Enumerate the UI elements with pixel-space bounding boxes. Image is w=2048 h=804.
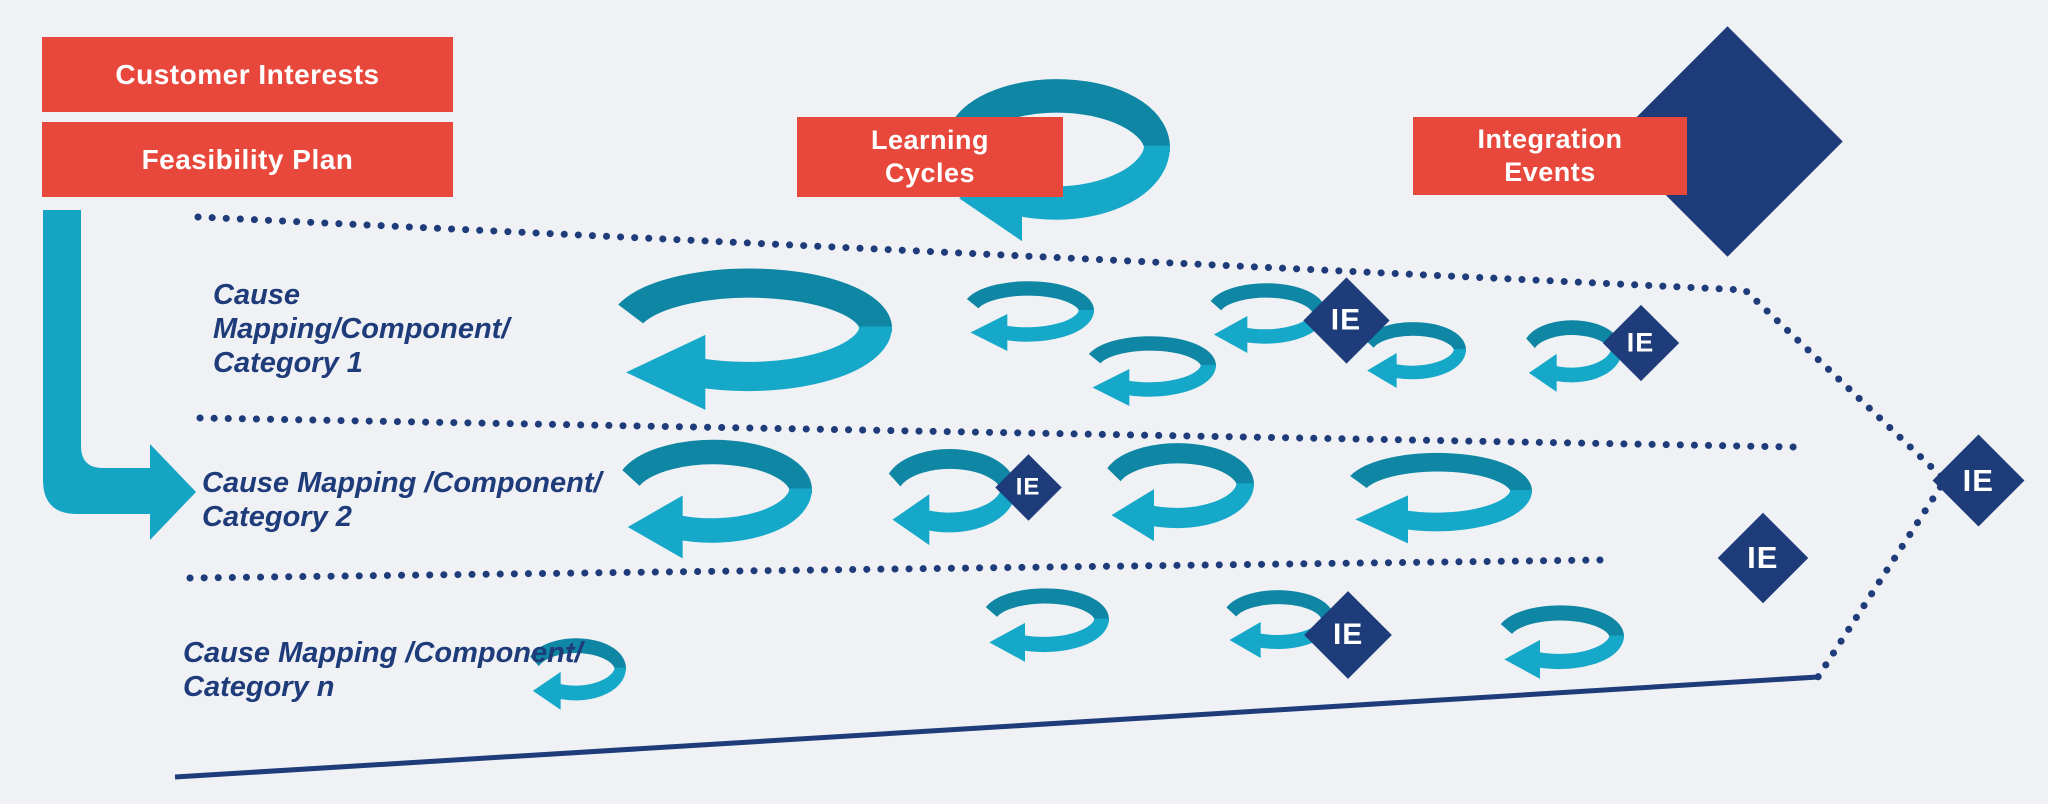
row-label-category-1: Cause Mapping/Component/ Category 1: [213, 278, 509, 381]
swimlane-divider-dotted-1: [196, 414, 1799, 451]
learning-cycle-icon: [1214, 290, 1319, 353]
row-label-category-n: Cause Mapping /Component/ Category n: [183, 636, 583, 704]
learning-cycle-icon: [1504, 613, 1616, 679]
row-label-line: Cause: [213, 279, 301, 311]
row-label-line: Category 1: [213, 347, 363, 380]
learning-cycle-icon: [1529, 328, 1616, 392]
feasibility-plan-box: Feasibility Plan: [42, 122, 453, 197]
ie-badge: IE: [1331, 303, 1362, 337]
integration-events-label-line2: Events: [1504, 157, 1596, 187]
row-label-line: Category 2: [202, 501, 352, 534]
ie-badge: IE: [1627, 327, 1655, 358]
row-label-line: Cause Mapping /Component/: [183, 637, 583, 669]
funnel-top-boundary: [194, 213, 1950, 681]
customer-interests-box: Customer Interests: [42, 37, 453, 112]
row-label-category-2: Cause Mapping /Component/ Category 2: [202, 466, 602, 534]
learning-cycle-icon: [1355, 462, 1521, 543]
feasibility-plan-label: Feasibility Plan: [141, 143, 354, 175]
learning-cycle-icon: [626, 283, 876, 410]
integration-events-label-line1: Integration: [1477, 124, 1623, 155]
swimlane-divider-dotted-2: [186, 556, 1604, 582]
learning-cycle-icon: [971, 288, 1087, 351]
ie-badge: IE: [1962, 462, 1995, 498]
row-label-line: Mapping/Component/: [213, 313, 510, 346]
customer-interests-label: Customer Interests: [115, 58, 380, 90]
learning-cycles-box: Learning Cycles: [797, 117, 1063, 197]
learning-cycles-label-line2: Cycles: [884, 158, 976, 188]
funnel-bottom-boundary: [174, 674, 1819, 780]
ie-badge: IE: [1332, 617, 1364, 651]
row-label-line: Category n: [183, 671, 335, 704]
integration-events-box: Integration Events: [1413, 117, 1687, 195]
ie-badge: IE: [1016, 473, 1041, 501]
learning-cycle-icon: [1093, 343, 1209, 406]
row-label-line: Cause Mapping /Component/: [202, 467, 602, 499]
learning-cycle-icon: [1112, 453, 1246, 541]
learning-cycle-icon: [989, 596, 1101, 662]
learning-cycles-label-line1: Learning: [870, 125, 989, 156]
ie-badge: IE: [1747, 539, 1779, 575]
flow-arrow: [43, 210, 196, 540]
learning-cycle-icon: [628, 452, 801, 558]
learning-cycle-icon: [1367, 329, 1460, 388]
learning-cycle-icon: [893, 459, 1009, 545]
